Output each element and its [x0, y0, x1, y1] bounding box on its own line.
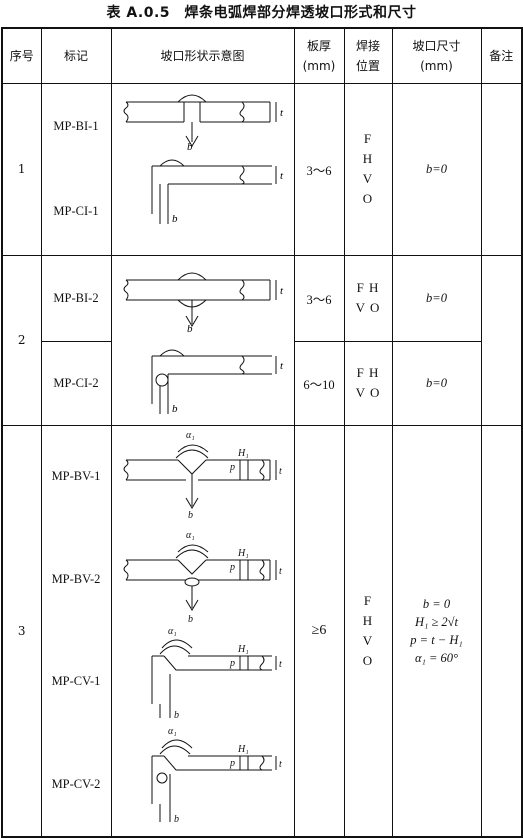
header-thickness-l2: (mm): [302, 58, 336, 73]
row3-size-p: p = t − H₁: [410, 632, 463, 647]
row1-seq: 1: [1, 82, 42, 256]
bv1-label-h1: H₁: [237, 448, 249, 459]
row3-remark: [480, 424, 523, 837]
cv2-label-p: p: [229, 758, 235, 769]
row2a-pos-vo: V O: [355, 300, 381, 315]
cv2-label-h1: H₁: [237, 744, 249, 755]
cv2-label-alpha: α₁: [168, 726, 177, 737]
row2-remark: [480, 254, 523, 426]
row2b-position: F H V O: [343, 340, 393, 426]
row1-pos-o: O: [362, 191, 374, 206]
mark-mp-bv-2: MP-BV-2: [51, 571, 101, 586]
row1-ci1-label-b: b: [172, 213, 178, 225]
row3-thickness: ≥6: [293, 424, 345, 837]
row3-size-alpha: α₁ = 60°: [414, 650, 459, 665]
cv2-label-t: t: [279, 759, 282, 770]
bv1-label-p: p: [229, 462, 235, 473]
header-size: 坡口尺寸 (mm): [391, 27, 482, 84]
header-remark: 备注: [480, 27, 523, 84]
row3-position: F H V O: [343, 424, 393, 837]
joint-table: 序号 标记 坡口形状示意图 板厚 (mm) 焊接位置 坡口尺寸 (mm) 备注 1 …: [1, 27, 523, 838]
bv2-label-alpha: α₁: [186, 530, 195, 541]
header-position-l1: 焊接: [355, 38, 380, 53]
bv1-label-alpha: α₁: [186, 430, 195, 441]
header-position: 焊接位置: [343, 27, 393, 84]
row3-marks: MP-BV-1 MP-BV-2 MP-CV-1 MP-CV-2: [40, 424, 112, 837]
row1-remark: [480, 82, 523, 256]
table-row: 1 MP-BI-1 MP-CI-1: [1, 82, 523, 256]
header-diagram: 坡口形状示意图: [110, 27, 295, 84]
row3-size-b: b = 0: [422, 596, 451, 611]
row1-diagram-svg: b t b t: [123, 94, 284, 225]
row3-size: b = 0 H₁ ≥ 2√t p = t − H₁ α₁ = 60°: [391, 424, 482, 837]
header-row: 序号 标记 坡口形状示意图 板厚 (mm) 焊接位置 坡口尺寸 (mm) 备注: [1, 27, 523, 84]
mark-mp-bi-1: MP-BI-1: [53, 118, 99, 133]
header-thickness-l1: 板厚: [306, 38, 331, 53]
cv1-label-b: b: [174, 710, 179, 721]
header-size-l2: (mm): [420, 58, 453, 73]
cv1-label-h1: H₁: [237, 644, 249, 655]
cv2-label-b: b: [174, 814, 179, 825]
row2a-pos-fh: F H: [356, 280, 380, 295]
row1-bi1-label-t: t: [280, 107, 284, 119]
row2-ci2-label-b: b: [172, 403, 178, 415]
table-row: 2 MP-BI-2: [1, 254, 523, 426]
mark-mp-cv-2: MP-CV-2: [51, 776, 101, 791]
row1-marks: MP-BI-1 MP-CI-1: [40, 82, 112, 256]
cv1-label-p: p: [229, 658, 235, 669]
row3-pos-f: F: [363, 592, 373, 608]
row2-seq: 2: [1, 254, 42, 426]
row3-pos-v: V: [362, 632, 374, 648]
row2b-pos-fh: F H: [356, 365, 380, 380]
row1-ci1-label-t: t: [280, 170, 284, 182]
row2-diagrams: b t b t: [110, 254, 295, 426]
row1-size: b=0: [391, 82, 482, 256]
row1-bi1-label-b: b: [187, 141, 193, 153]
row3-seq: 3: [1, 424, 42, 837]
header-seq: 序号: [1, 27, 42, 84]
bv1-label-t: t: [279, 466, 282, 477]
row1-position: F H V O: [343, 82, 393, 256]
row2-ci2-label-t: t: [280, 360, 284, 372]
row2b-thickness: 6～10: [293, 340, 345, 426]
row2-bi2-label-t: t: [280, 285, 284, 297]
mark-mp-bi-2: MP-BI-2: [40, 254, 112, 342]
row1-thickness: 3～6: [293, 82, 345, 256]
row3-diagrams: α₁ p H₁ t b α₁ p H₁ t b α₁ p H₁ t b α₁: [110, 424, 295, 837]
cv1-label-alpha: α₁: [168, 626, 177, 637]
row3-diagram-svg: α₁ p H₁ t b α₁ p H₁ t b α₁ p H₁ t b α₁: [123, 430, 282, 825]
row3-pos-o: O: [362, 652, 374, 668]
table-title: 表 A.0.5 焊条电弧焊部分焊透坡口形式和尺寸: [106, 5, 417, 21]
bv2-label-p: p: [229, 562, 235, 573]
row3-size-h1: H₁ ≥ 2√t: [414, 614, 459, 629]
bv2-label-h1: H₁: [237, 548, 249, 559]
bv2-label-t: t: [279, 566, 282, 577]
row2b-pos-vo: V O: [355, 385, 381, 400]
header-position-l2: 位置: [355, 58, 380, 73]
row1-pos-h: H: [362, 151, 374, 166]
row2b-size: b=0: [391, 340, 482, 426]
header-size-l1: 坡口尺寸: [412, 38, 461, 53]
bv2-label-b: b: [188, 614, 193, 625]
cv1-label-t: t: [279, 659, 282, 670]
row1-pos-f: F: [363, 131, 373, 146]
mark-mp-cv-1: MP-CV-1: [51, 674, 101, 689]
header-mark: 标记: [40, 27, 112, 84]
mark-mp-ci-1: MP-CI-1: [53, 204, 99, 219]
row2-bi2-label-b: b: [187, 323, 193, 335]
row2a-position: F H V O: [343, 254, 393, 342]
row2a-size: b=0: [391, 254, 482, 342]
row3-pos-h: H: [362, 612, 374, 628]
mark-mp-ci-2: MP-CI-2: [40, 340, 112, 426]
mark-mp-bv-1: MP-BV-1: [51, 469, 101, 484]
table-row: MP-CI-2 6～10 F H V O b=0: [2, 340, 522, 426]
row1-pos-v: V: [362, 171, 374, 186]
table-row: 3 MP-BV-1 MP-BV-2 MP-CV-1 MP-CV-2: [1, 424, 523, 837]
bv1-label-b: b: [188, 510, 193, 521]
header-thickness: 板厚 (mm): [293, 27, 345, 84]
row1-diagrams: b t b t: [110, 82, 295, 256]
row2-diagram-svg: b t b t: [123, 272, 284, 415]
row2a-thickness: 3～6: [293, 254, 345, 342]
